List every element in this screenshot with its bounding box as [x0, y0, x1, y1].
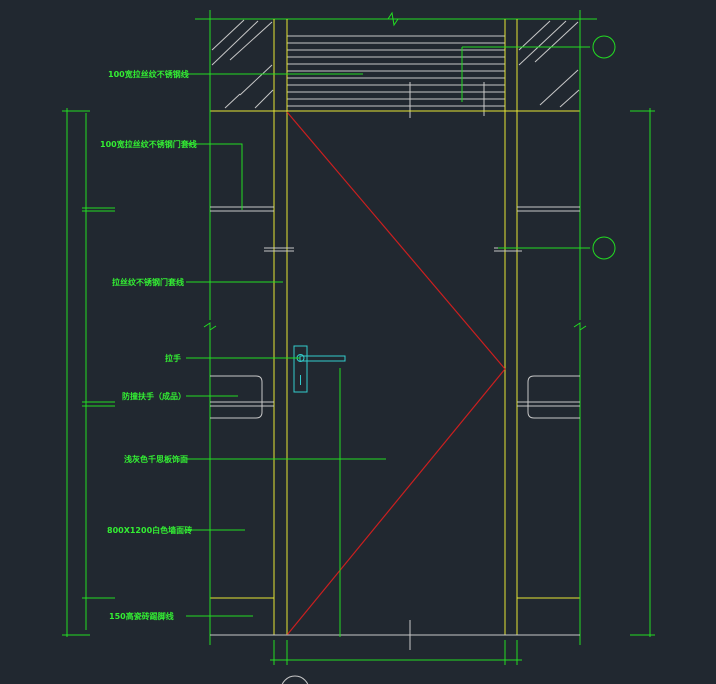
- bumper-rail-left: [210, 375, 274, 419]
- bottom-dimension-line: [270, 640, 522, 665]
- door-swing-indicator: [286, 111, 506, 636]
- label-wall-tile: 800X1200白色墙面砖: [107, 525, 192, 535]
- transom-lines: [287, 35, 505, 118]
- right-dimension-lines: [630, 108, 655, 637]
- label-stainless-door-frame: 拉丝纹不锈钢门套线: [112, 277, 184, 287]
- label-bumper-rail: 防撞扶手（成品）: [122, 391, 186, 401]
- wall-edge-lines: [203, 110, 587, 645]
- door-frame: [210, 19, 580, 635]
- callout-right-top: [461, 35, 616, 102]
- label-skirting: 150高瓷砖踢脚线: [109, 611, 174, 621]
- hinge-marks: [264, 247, 522, 252]
- label-stainless-trim: 100宽拉丝纹不锈钢线: [108, 69, 189, 79]
- label-door-panel-finish: 浅灰色千思板饰面: [124, 454, 188, 464]
- left-dimension-lines: [62, 108, 115, 637]
- section-callout-bottom: [281, 675, 309, 684]
- label-stainless-frame-trim: 100宽拉丝纹不锈钢门套线: [100, 139, 197, 149]
- right-wall-hatch: [516, 18, 581, 112]
- left-wall-hatch: [209, 18, 275, 112]
- annotation-leaders: [186, 73, 386, 617]
- label-handle: 拉手: [165, 353, 181, 363]
- bumper-rail-right: [517, 375, 580, 419]
- callout-right-middle: [498, 236, 616, 260]
- door-handle-icon: [293, 345, 346, 393]
- wall-tile-joints: [210, 206, 580, 212]
